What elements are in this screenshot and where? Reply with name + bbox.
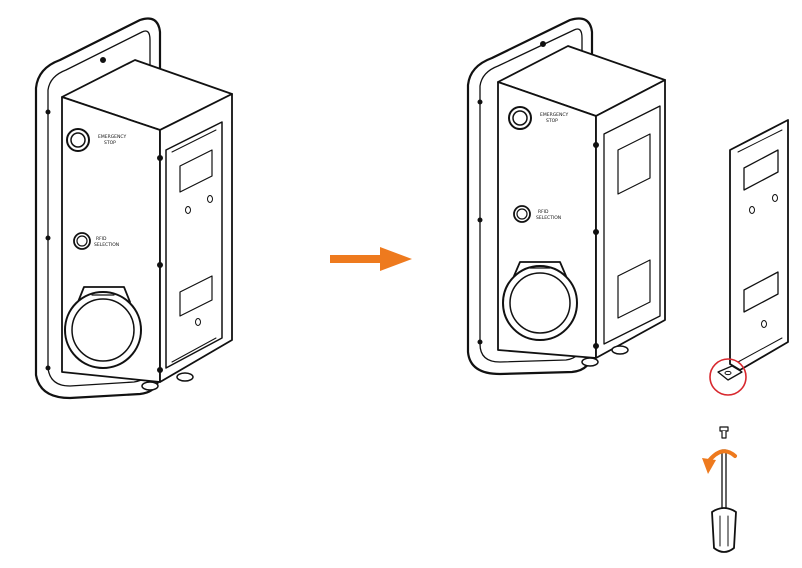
screw (45, 109, 51, 115)
screw (157, 262, 163, 268)
screw (157, 155, 163, 161)
bracket-slot-top (743, 149, 779, 191)
bracket-hole (761, 320, 767, 328)
rfid-label-2: SELECTION (536, 215, 561, 221)
cable-gland (141, 381, 159, 391)
rfid-switch-inner (76, 235, 88, 247)
side-recess-bottom (617, 259, 651, 319)
rfid-switch-inner (516, 208, 528, 220)
screw (157, 367, 163, 373)
screw (540, 41, 546, 47)
charger-unit-after: EMERGENCY STOP RFID SELECTION (466, 17, 666, 376)
bracket-hole (207, 195, 213, 203)
highlight-circle-icon (709, 358, 747, 396)
bracket-plate (729, 119, 789, 371)
screw-icon (719, 426, 729, 439)
cable-gland (581, 357, 599, 367)
emergency-stop-label-1: EMERGENCY (540, 112, 568, 118)
emergency-stop-button-inner (512, 110, 528, 126)
bracket-hole (749, 206, 755, 214)
bracket-slot-bottom (743, 271, 779, 313)
charging-socket-inner (509, 272, 571, 334)
rfid-label-1: RFID (538, 209, 549, 215)
screw (477, 99, 483, 105)
screw (593, 142, 599, 148)
emergency-stop-label-2: STOP (104, 140, 116, 146)
screw (593, 229, 599, 235)
emergency-stop-label-2: STOP (546, 118, 558, 124)
rfid-label-2: SELECTION (94, 242, 119, 248)
bracket-flange (171, 129, 217, 363)
bracket-slot-bottom (179, 275, 213, 317)
screw (593, 343, 599, 349)
bracket-hole (195, 318, 201, 326)
rotate-arrow-icon (702, 449, 737, 474)
bracket-hole (185, 206, 191, 214)
emergency-stop-label-1: EMERGENCY (98, 134, 126, 140)
transition-arrow-icon (330, 247, 412, 271)
charging-socket-inner (71, 298, 135, 362)
rfid-label-1: RFID (96, 236, 107, 242)
screw (477, 339, 483, 345)
bracket-hole (772, 194, 778, 202)
emergency-stop-button-inner (70, 132, 86, 148)
bracket-tab-hole (724, 370, 732, 376)
cable-gland (176, 372, 194, 382)
screwdriver-icon (711, 449, 737, 553)
side-recess-top (617, 133, 651, 195)
charger-unit-before: EMERGENCY STOP RFID SELECTION (34, 17, 233, 400)
cable-gland (611, 345, 629, 355)
mounting-bracket-detached (709, 119, 789, 396)
bracket-flange (737, 129, 783, 363)
screw (45, 235, 51, 241)
bracket-slot-top (179, 149, 213, 193)
screw (45, 365, 51, 371)
screw (477, 217, 483, 223)
screw (100, 57, 106, 63)
